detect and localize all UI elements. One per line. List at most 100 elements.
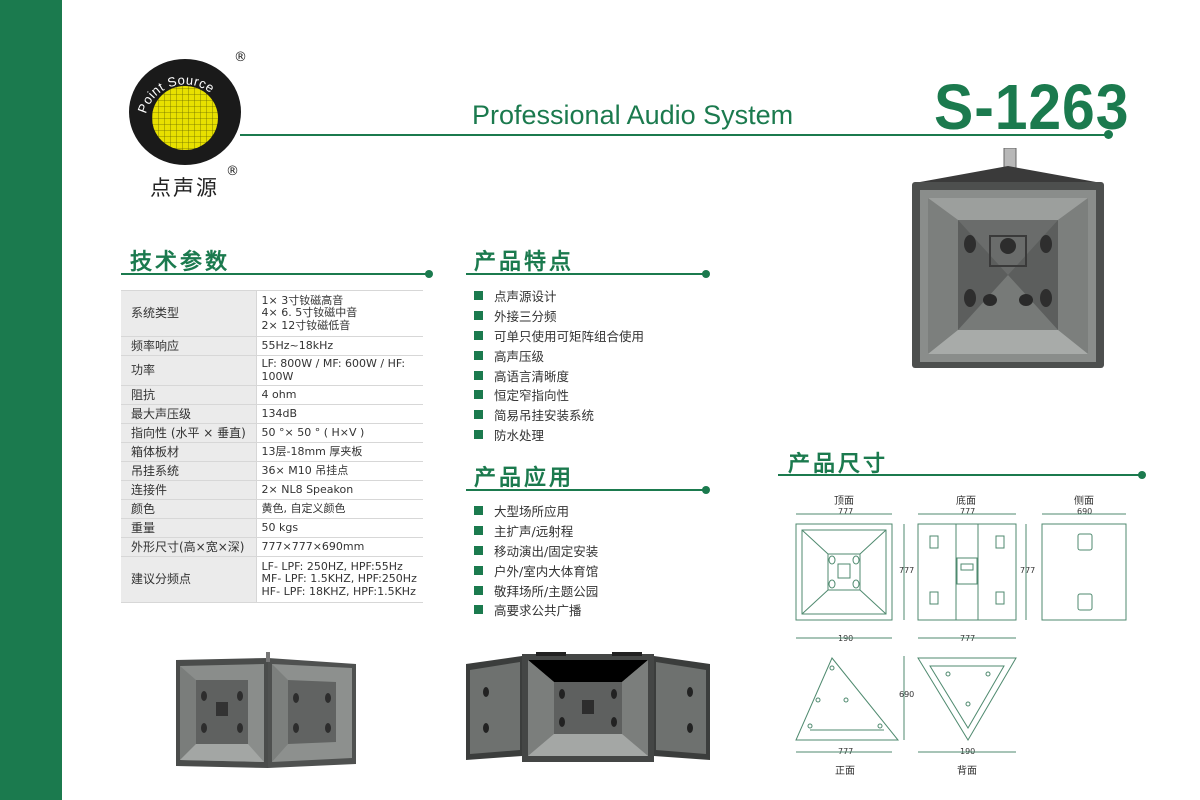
speaker-pair-render <box>176 652 356 768</box>
spec-value: 50 °× 50 ° ( H×V ) <box>255 423 423 443</box>
table-row: 重量 50 kgs <box>121 518 423 538</box>
point-source-logo: Point Source <box>128 58 242 166</box>
table-row: 功率 LF: 800W / MF: 600W / HF: 100W <box>121 355 423 386</box>
registered-mark: ® <box>234 50 247 65</box>
list-item: 外接三分频 <box>474 306 644 326</box>
specs-heading-dot <box>425 270 433 278</box>
specs-heading-line <box>121 273 429 275</box>
left-accent-bar <box>0 0 62 800</box>
brand-chinese-name: 点声源 <box>150 176 219 200</box>
features-heading: 产品特点 <box>474 250 575 275</box>
logo-badge-icon: Point Source <box>129 59 241 165</box>
list-item: 户外/室内大体育馆 <box>474 560 598 580</box>
view-label-top: 顶面 <box>834 496 854 507</box>
spec-value: 13层-18mm 厚夹板 <box>255 442 423 462</box>
square-bullet-icon <box>474 370 483 380</box>
list-item: 大型场所应用 <box>474 501 598 521</box>
list-item: 点声源设计 <box>474 286 644 306</box>
list-item: 可单只使用可矩阵组合使用 <box>474 326 644 346</box>
spec-value: 黄色, 自定义颜色 <box>255 499 423 519</box>
spec-value: 4 ohm <box>255 385 423 405</box>
square-bullet-icon <box>474 410 483 420</box>
spec-label: 最大声压级 <box>121 404 256 424</box>
list-item: 简易吊挂安装系统 <box>474 405 644 425</box>
table-row: 频率响应 55Hz~18kHz <box>121 336 423 356</box>
spec-label: 重量 <box>121 518 256 538</box>
spec-label: 频率响应 <box>121 336 256 356</box>
square-bullet-icon <box>474 429 483 439</box>
view-label-front: 正面 <box>835 766 855 777</box>
table-row: 最大声压级 134dB <box>121 404 423 424</box>
spec-value: LF: 800W / MF: 600W / HF: 100W <box>255 355 423 386</box>
square-bullet-icon <box>474 565 483 575</box>
header-divider-dot <box>1104 130 1113 139</box>
list-item: 恒定窄指向性 <box>474 385 644 405</box>
list-item: 主扩声/远射程 <box>474 521 598 541</box>
table-row: 阻抗 4 ohm <box>121 385 423 405</box>
spec-value: 777×777×690mm <box>255 537 423 557</box>
dimensions-heading-line <box>778 474 1142 476</box>
spec-value: 134dB <box>255 404 423 424</box>
list-item: 敬拜场所/主题公园 <box>474 580 598 600</box>
spec-label: 阻抗 <box>121 385 256 405</box>
spec-label: 箱体板材 <box>121 442 256 462</box>
spec-value: 2× NL8 Speakon <box>255 480 423 500</box>
applications-heading-dot <box>702 486 710 494</box>
spec-table: 系统类型 1× 3寸钕磁高音 4× 6. 5寸钕磁中音 2× 12寸钕磁低音 频… <box>121 290 423 603</box>
square-bullet-icon <box>474 311 483 321</box>
table-row: 建议分频点 LF- LPF: 250HZ, HPF:55Hz MF- LPF: … <box>121 556 423 603</box>
specs-heading: 技术参数 <box>130 250 231 275</box>
applications-heading-line <box>466 489 706 491</box>
registered-mark-cn: ® <box>226 164 239 179</box>
dim-value-depth-side: 690 <box>1077 507 1093 516</box>
view-label-back: 背面 <box>957 766 977 777</box>
spec-value: LF- LPF: 250HZ, HPF:55Hz MF- LPF: 1.5KHZ… <box>255 556 423 603</box>
model-number: S-1263 <box>934 71 1130 143</box>
header-divider <box>240 134 1108 136</box>
spec-label: 外形尺寸(高×宽×深) <box>121 537 256 557</box>
spec-label: 系统类型 <box>121 290 256 337</box>
features-heading-line <box>466 273 706 275</box>
dimensions-heading-dot <box>1138 471 1146 479</box>
page-subtitle: Professional Audio System <box>472 100 794 130</box>
applications-heading: 产品应用 <box>474 466 575 491</box>
square-bullet-icon <box>474 506 483 516</box>
list-item: 高声压级 <box>474 345 644 365</box>
spec-label: 建议分频点 <box>121 556 256 603</box>
features-list: 点声源设计 外接三分频 可单只使用可矩阵组合使用 高声压级 高语言清晰度 恒定窄… <box>474 286 644 444</box>
list-item: 防水处理 <box>474 425 644 445</box>
speaker-front-render <box>912 148 1104 368</box>
applications-list: 大型场所应用 主扩声/远射程 移动演出/固定安装 户外/室内大体育馆 敬拜场所/… <box>474 501 598 620</box>
view-label-bottom: 底面 <box>956 496 976 507</box>
table-row: 吊挂系统 36× M10 吊挂点 <box>121 461 423 481</box>
spec-label: 功率 <box>121 355 256 386</box>
table-row: 指向性 (水平 × 垂直) 50 °× 50 ° ( H×V ) <box>121 423 423 443</box>
table-row: 系统类型 1× 3寸钕磁高音 4× 6. 5寸钕磁中音 2× 12寸钕磁低音 <box>121 290 423 337</box>
square-bullet-icon <box>474 291 483 301</box>
square-bullet-icon <box>474 545 483 555</box>
square-bullet-icon <box>474 330 483 340</box>
list-item: 高要求公共广播 <box>474 600 598 620</box>
spec-label: 颜色 <box>121 499 256 519</box>
dim-value-width-bottom: 777 <box>960 507 976 516</box>
table-row: 外形尺寸(高×宽×深) 777×777×690mm <box>121 537 423 557</box>
dimensions-heading: 产品尺寸 <box>788 452 889 477</box>
square-bullet-icon <box>474 390 483 400</box>
speaker-array-render <box>466 652 710 762</box>
list-item: 高语言清晰度 <box>474 365 644 385</box>
square-bullet-icon <box>474 350 483 360</box>
spec-value: 1× 3寸钕磁高音 4× 6. 5寸钕磁中音 2× 12寸钕磁低音 <box>255 290 423 337</box>
square-bullet-icon <box>474 526 483 536</box>
dim-value-height-top: 777 <box>899 566 915 575</box>
table-row: 箱体板材 13层-18mm 厚夹板 <box>121 442 423 462</box>
spec-label: 连接件 <box>121 480 256 500</box>
spec-value: 50 kgs <box>255 518 423 538</box>
view-label-side: 侧面 <box>1074 496 1094 507</box>
table-row: 连接件 2× NL8 Speakon <box>121 480 423 500</box>
spec-value: 36× M10 吊挂点 <box>255 461 423 481</box>
dim-value-height-bottom: 777 <box>1020 566 1036 575</box>
features-heading-dot <box>702 270 710 278</box>
list-item: 移动演出/固定安装 <box>474 541 598 561</box>
dim-value-depth-front: 690 <box>899 690 915 699</box>
dimension-drawings <box>795 513 1127 753</box>
